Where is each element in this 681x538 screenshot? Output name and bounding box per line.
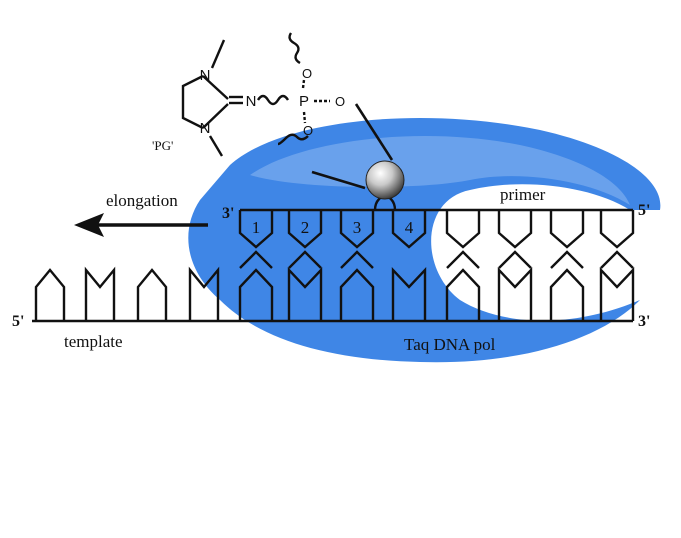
atom-n-bottom: N	[200, 120, 211, 137]
atom-n-imine: N	[246, 93, 257, 110]
primer-base-2	[287, 210, 323, 249]
template-base-2	[84, 266, 116, 321]
primer-base-6	[497, 210, 533, 249]
wavy-linker-icon	[256, 94, 290, 106]
template-base-12	[599, 266, 635, 321]
protecting-group-structure	[181, 32, 330, 157]
template-5prime-label: 5'	[12, 313, 24, 330]
template-base-4	[188, 266, 220, 321]
primer-base-1	[238, 210, 274, 249]
primer-base-4	[391, 210, 427, 249]
polymerase-label: Taq DNA pol	[404, 335, 496, 354]
template-base-5	[238, 268, 274, 321]
template-base-3	[136, 268, 168, 321]
position-4: 4	[405, 218, 414, 237]
sphere-bonds	[311, 103, 394, 190]
template-base-1	[34, 268, 66, 321]
elongation-label: elongation	[106, 191, 178, 210]
primer-strand	[238, 208, 635, 269]
atom-p: P	[299, 93, 309, 110]
taq-polymerase-shape	[188, 117, 661, 363]
primer-label: primer	[500, 185, 546, 204]
primer-5prime-label: 5'	[638, 202, 650, 219]
atom-n-top: N	[200, 67, 211, 84]
atom-o-top: O	[302, 66, 312, 81]
protecting-group-label: 'PG'	[152, 138, 173, 153]
polymerase-highlight	[250, 136, 630, 205]
template-label: template	[64, 332, 123, 351]
template-base-6	[287, 266, 323, 321]
position-3: 3	[353, 218, 362, 237]
primer-base-7	[549, 210, 585, 249]
elongation-arrow-icon	[74, 213, 208, 237]
template-base-7	[339, 268, 375, 321]
atom-o-bottom: O	[303, 123, 313, 138]
primer-base-8	[599, 210, 635, 249]
template-base-10	[497, 266, 533, 321]
primer-base-3	[339, 210, 375, 249]
primer-3prime-label: 3'	[222, 205, 234, 222]
nucleotide-sphere-icon	[365, 160, 405, 200]
template-base-11	[549, 268, 585, 321]
position-2: 2	[301, 218, 310, 237]
template-3prime-label: 3'	[638, 313, 650, 330]
atom-o-right: O	[335, 94, 345, 109]
primer-base-5	[445, 210, 481, 249]
template-base-8	[391, 266, 427, 321]
template-strand	[32, 266, 635, 323]
position-1: 1	[252, 218, 261, 237]
template-base-9	[445, 268, 481, 321]
